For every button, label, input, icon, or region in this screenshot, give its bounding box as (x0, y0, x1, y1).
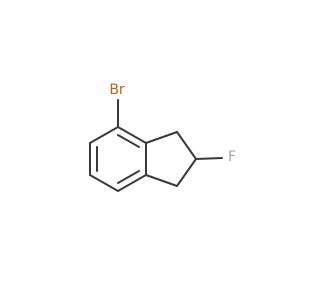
bond-c8-f (195, 157, 223, 160)
atom-label-br: Br (109, 82, 125, 98)
bond-c6-c1 (117, 126, 147, 144)
bond-c7-c8 (176, 131, 197, 160)
bond-c3-c4 (89, 174, 119, 192)
atom-label-f: F (228, 149, 236, 165)
bond-c6-c7 (145, 131, 178, 144)
molecule-structure-diagram: Br F (89, 82, 236, 192)
atom-labels: Br F (109, 82, 236, 165)
bond-c4-c5-inner (117, 170, 140, 184)
bond-c4-c5 (117, 174, 147, 192)
bond-c6-c1-inner (117, 134, 140, 148)
bond-c9-c5 (145, 174, 178, 187)
bonds (89, 99, 223, 192)
bond-c1-c2 (89, 126, 119, 144)
bond-c8-c9 (176, 158, 197, 187)
